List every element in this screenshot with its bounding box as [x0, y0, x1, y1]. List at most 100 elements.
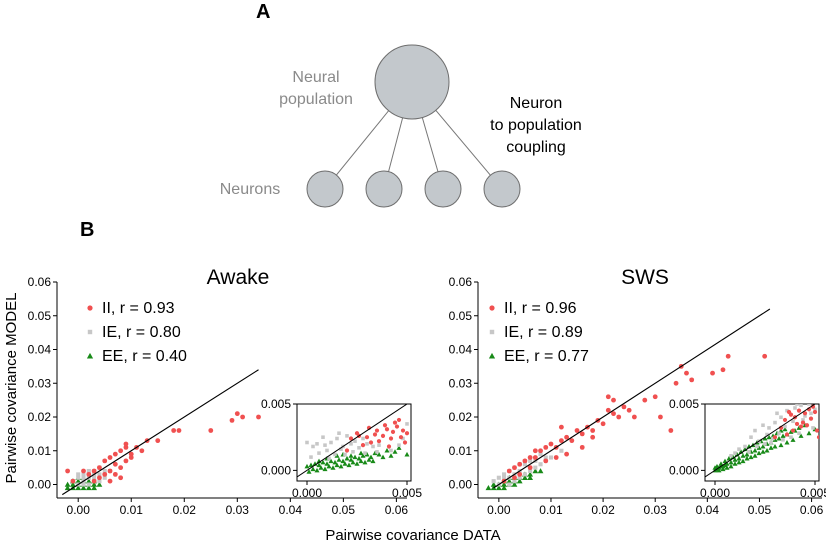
data-point: [366, 457, 372, 462]
y-tick-label: 0.03: [449, 376, 473, 390]
y-tick-label: 0.005: [261, 397, 291, 411]
neuron-node: [365, 170, 403, 208]
data-point: [744, 455, 750, 461]
data-point: [631, 414, 637, 420]
data-point: [558, 424, 564, 430]
legend-label: IE, r = 0.80: [102, 324, 181, 341]
data-point: [308, 462, 314, 468]
data-point: [516, 478, 523, 484]
legend-marker: [489, 329, 495, 335]
data-point: [76, 472, 81, 477]
data-point: [112, 451, 118, 457]
data-point: [728, 459, 734, 465]
x-tick-label: 0.000: [700, 486, 730, 500]
coupling-label-line2: to population: [490, 117, 582, 134]
data-point: [506, 468, 512, 474]
data-point: [311, 444, 315, 449]
data-point: [374, 428, 380, 433]
data-point: [748, 454, 754, 460]
data-point: [605, 394, 611, 400]
data-point: [611, 411, 616, 417]
data-point: [658, 414, 663, 420]
data-point: [360, 443, 366, 448]
data-point: [342, 461, 348, 466]
data-point: [388, 436, 394, 441]
data-point: [762, 353, 768, 359]
data-point: [234, 411, 240, 417]
data-point: [334, 462, 340, 468]
data-point: [816, 435, 819, 440]
data-point: [722, 458, 728, 464]
data-point: [763, 442, 767, 446]
data-point: [405, 422, 409, 426]
inset-identity-line: [705, 404, 816, 478]
data-point: [512, 479, 517, 484]
data-point: [517, 471, 523, 477]
data-point: [91, 478, 97, 484]
y-tick-label: 0.000: [261, 463, 291, 477]
data-point: [533, 465, 538, 470]
data-point: [756, 445, 762, 450]
data-point: [64, 484, 71, 491]
data-point: [761, 423, 765, 428]
data-point: [764, 447, 770, 453]
data-point: [495, 484, 502, 491]
data-point: [517, 475, 522, 480]
data-point: [768, 445, 774, 450]
data-point: [501, 481, 507, 487]
y-tick-label: 0.06: [28, 275, 52, 289]
data-point: [361, 436, 365, 441]
data-point: [491, 479, 496, 484]
data-point: [813, 407, 817, 412]
data-point: [605, 407, 611, 413]
data-point: [767, 426, 771, 430]
data-point: [490, 481, 497, 487]
x-tick-label: 0.02: [173, 503, 197, 517]
data-point: [323, 443, 327, 447]
data-point: [338, 463, 344, 469]
data-point: [527, 471, 534, 477]
data-point: [642, 397, 648, 403]
data-point: [396, 417, 402, 423]
data-point: [781, 438, 785, 442]
data-point: [689, 377, 695, 383]
data-point: [70, 478, 76, 484]
data-point: [728, 463, 734, 469]
legend-label: II, r = 0.96: [504, 300, 577, 317]
diagram-panel: A Neural population Neurons Neuron to po…: [220, 1, 582, 208]
data-point: [806, 430, 812, 436]
neuron-node: [306, 170, 344, 208]
data-point: [335, 436, 339, 441]
data-point: [772, 435, 778, 440]
data-point: [621, 404, 627, 410]
legend-marker: [86, 352, 94, 359]
data-point: [532, 448, 538, 454]
data-point: [778, 442, 784, 448]
population-node: [374, 44, 450, 120]
data-point: [325, 448, 329, 453]
data-point: [102, 471, 108, 477]
data-point: [801, 418, 805, 422]
data-point: [81, 482, 86, 487]
y-tick-label: 0.01: [28, 444, 52, 458]
data-point: [155, 438, 161, 444]
data-point: [785, 408, 789, 413]
data-point: [208, 428, 214, 433]
data-point: [626, 407, 632, 413]
data-point: [732, 457, 738, 462]
data-point: [356, 455, 362, 461]
x-tick-label: 0.06: [800, 503, 824, 517]
data-point: [363, 451, 367, 455]
data-point: [725, 353, 731, 359]
data-point: [86, 482, 91, 487]
data-point: [70, 481, 76, 487]
data-point: [796, 425, 802, 430]
data-point: [364, 435, 370, 440]
data-point: [371, 444, 375, 449]
legend-label: EE, r = 0.40: [102, 348, 187, 365]
data-point: [353, 439, 357, 443]
